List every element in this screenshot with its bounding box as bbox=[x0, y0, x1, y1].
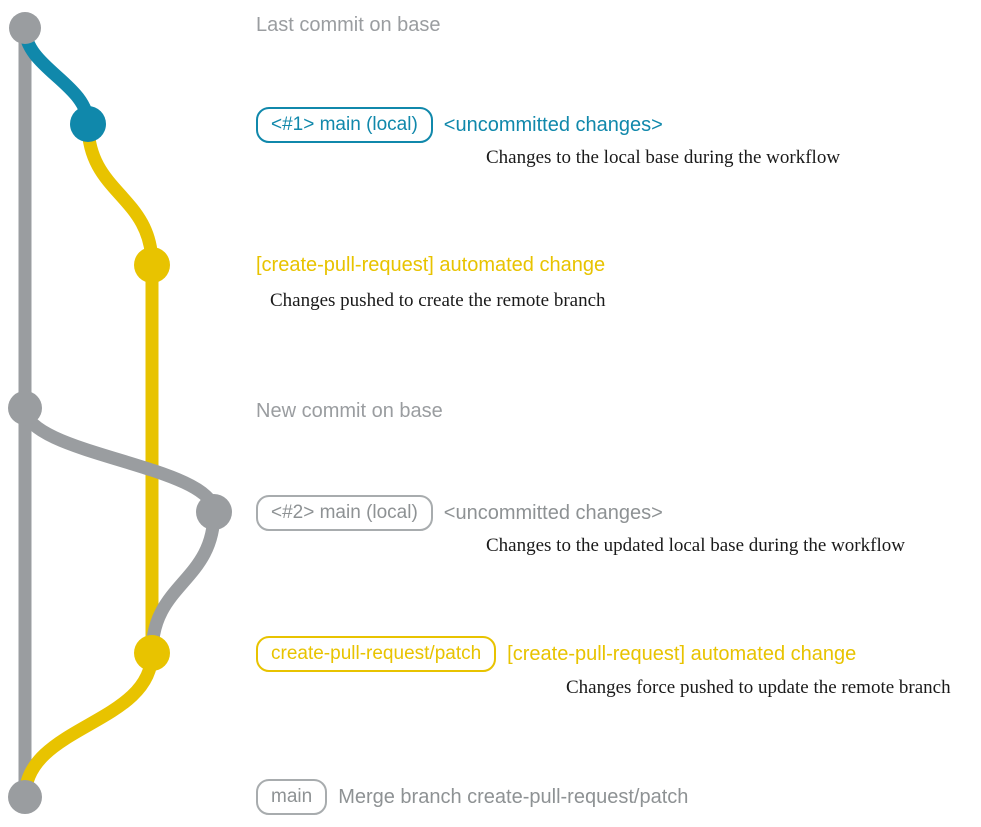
commit-node-local-1[interactable] bbox=[70, 106, 106, 142]
commit-node-patch-1[interactable] bbox=[134, 247, 170, 283]
commit-message-patch-2: [create-pull-request] automated change bbox=[507, 643, 857, 665]
commit-description-local-1: Changes to the local base during the wor… bbox=[486, 147, 841, 168]
commit-message-patch-1: [create-pull-request] automated change bbox=[256, 254, 606, 276]
commit-description-patch-2: Changes force pushed to update the remot… bbox=[566, 677, 951, 698]
commit-row-base-merge: main Merge branch create-pull-request/pa… bbox=[256, 779, 688, 815]
commit-node-local-2[interactable] bbox=[196, 494, 232, 530]
commit-description-patch-1: Changes pushed to create the remote bran… bbox=[270, 290, 606, 311]
branch-badge-patch-2[interactable]: create-pull-request/patch bbox=[256, 636, 497, 672]
branch-badge-main[interactable]: main bbox=[256, 779, 328, 815]
commit-node-patch-2[interactable] bbox=[134, 635, 170, 671]
commit-message-base-last: Last commit on base bbox=[256, 14, 441, 36]
commit-node-base-merge[interactable] bbox=[8, 780, 42, 814]
commit-row-local-2: <#2> main (local) <uncommitted changes> bbox=[256, 495, 663, 531]
commit-row-local-1: <#1> main (local) <uncommitted changes> bbox=[256, 107, 663, 143]
edge-base-new-to-local-2 bbox=[18, 401, 221, 519]
commit-message-local-1: <uncommitted changes> bbox=[443, 114, 663, 136]
commit-row-patch-1: [create-pull-request] automated change bbox=[256, 255, 605, 275]
commit-node-base-last[interactable] bbox=[9, 12, 41, 44]
commit-description-local-2: Changes to the updated local base during… bbox=[486, 535, 905, 556]
edge-local-2-to-patch-2 bbox=[145, 505, 221, 660]
branch-badge-local-2[interactable]: <#2> main (local) bbox=[256, 495, 433, 531]
commit-row-patch-2: create-pull-request/patch [create-pull-r… bbox=[256, 636, 856, 672]
commit-message-base-merge: Merge branch create-pull-request/patch bbox=[338, 786, 689, 808]
commit-node-base-new[interactable] bbox=[8, 391, 42, 425]
commit-message-local-2: <uncommitted changes> bbox=[443, 502, 663, 524]
edge-local-1-to-patch-1 bbox=[81, 117, 159, 272]
edge-patch-2-to-merge bbox=[18, 646, 159, 804]
commit-message-base-new: New commit on base bbox=[256, 400, 443, 422]
branch-badge-local-1[interactable]: <#1> main (local) bbox=[256, 107, 433, 143]
